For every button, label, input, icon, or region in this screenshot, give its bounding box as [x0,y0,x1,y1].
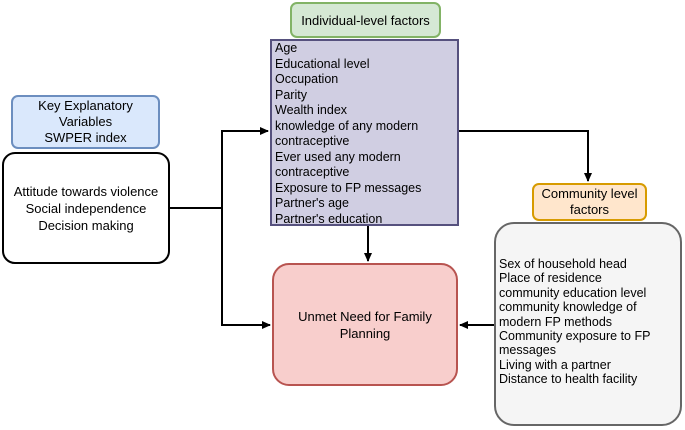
community-factor-item: modern FP methods [499,314,613,329]
community-factor-item: Community exposure to FP [499,329,651,344]
community-factor-item: community education level [499,285,647,300]
key-to-outcome-arrow [221,208,271,329]
key-title-line: Variables [58,114,113,129]
individual-factor-item: Ever used any modern [275,149,401,164]
community-factor-item: Living with a partner [499,357,611,372]
community-factor-item: community knowledge of [499,300,637,315]
individual-level-title: Individual-level factors [290,2,441,38]
community-title-line: factors [569,202,609,217]
key-explanatory-title: Key Explanatory Variables SWPER index [11,95,160,149]
community-factor-item: messages [499,343,556,358]
individual-factor-item: Occupation [275,72,339,86]
community-factor-item: Place of residence [499,271,602,286]
community-factor-item: Distance to health facility [499,372,638,387]
outcome-box: Unmet Need for Family Planning [272,263,458,386]
individual-factor-item: knowledge of any modern [275,118,419,133]
key-title-line: SWPER index [44,130,127,145]
key-title-line: Key Explanatory [38,98,133,113]
individual-factor-item: Exposure to FP messages [275,180,422,195]
individual-level-title-text: Individual-level factors [301,12,430,28]
community-title-line: Community level [541,186,638,201]
individual-factor-item: Educational level [275,56,370,71]
individual-factor-item: Wealth index [275,103,348,117]
key-to-individual-arrow [221,127,269,208]
community-level-title: Community level factors [532,183,647,221]
key-explanatory-box: Attitude towards violence Social indepen… [2,152,170,264]
key-variable-item: Social independence [25,200,147,216]
individual-factor-item: Partner's education [275,211,383,226]
community-level-factors-box: Sex of household head Place of residence… [494,222,682,426]
individual-factor-item: contraceptive [275,165,350,179]
key-variable-item: Attitude towards violence [13,183,159,199]
individual-factor-item: Partner's age [275,196,349,210]
individual-to-community-arrow [459,130,592,182]
individual-factor-item: Age [275,41,298,55]
individual-level-factors-box: Age Educational level Occupation Parity … [270,39,459,226]
community-factor-item: Sex of household head [499,257,627,271]
key-variable-item: Decision making [38,217,134,233]
outcome-line: Unmet Need for Family [298,308,432,324]
individual-factor-item: Parity [275,87,307,102]
individual-factor-item: contraceptive [275,134,350,148]
outcome-line: Planning [339,325,391,341]
